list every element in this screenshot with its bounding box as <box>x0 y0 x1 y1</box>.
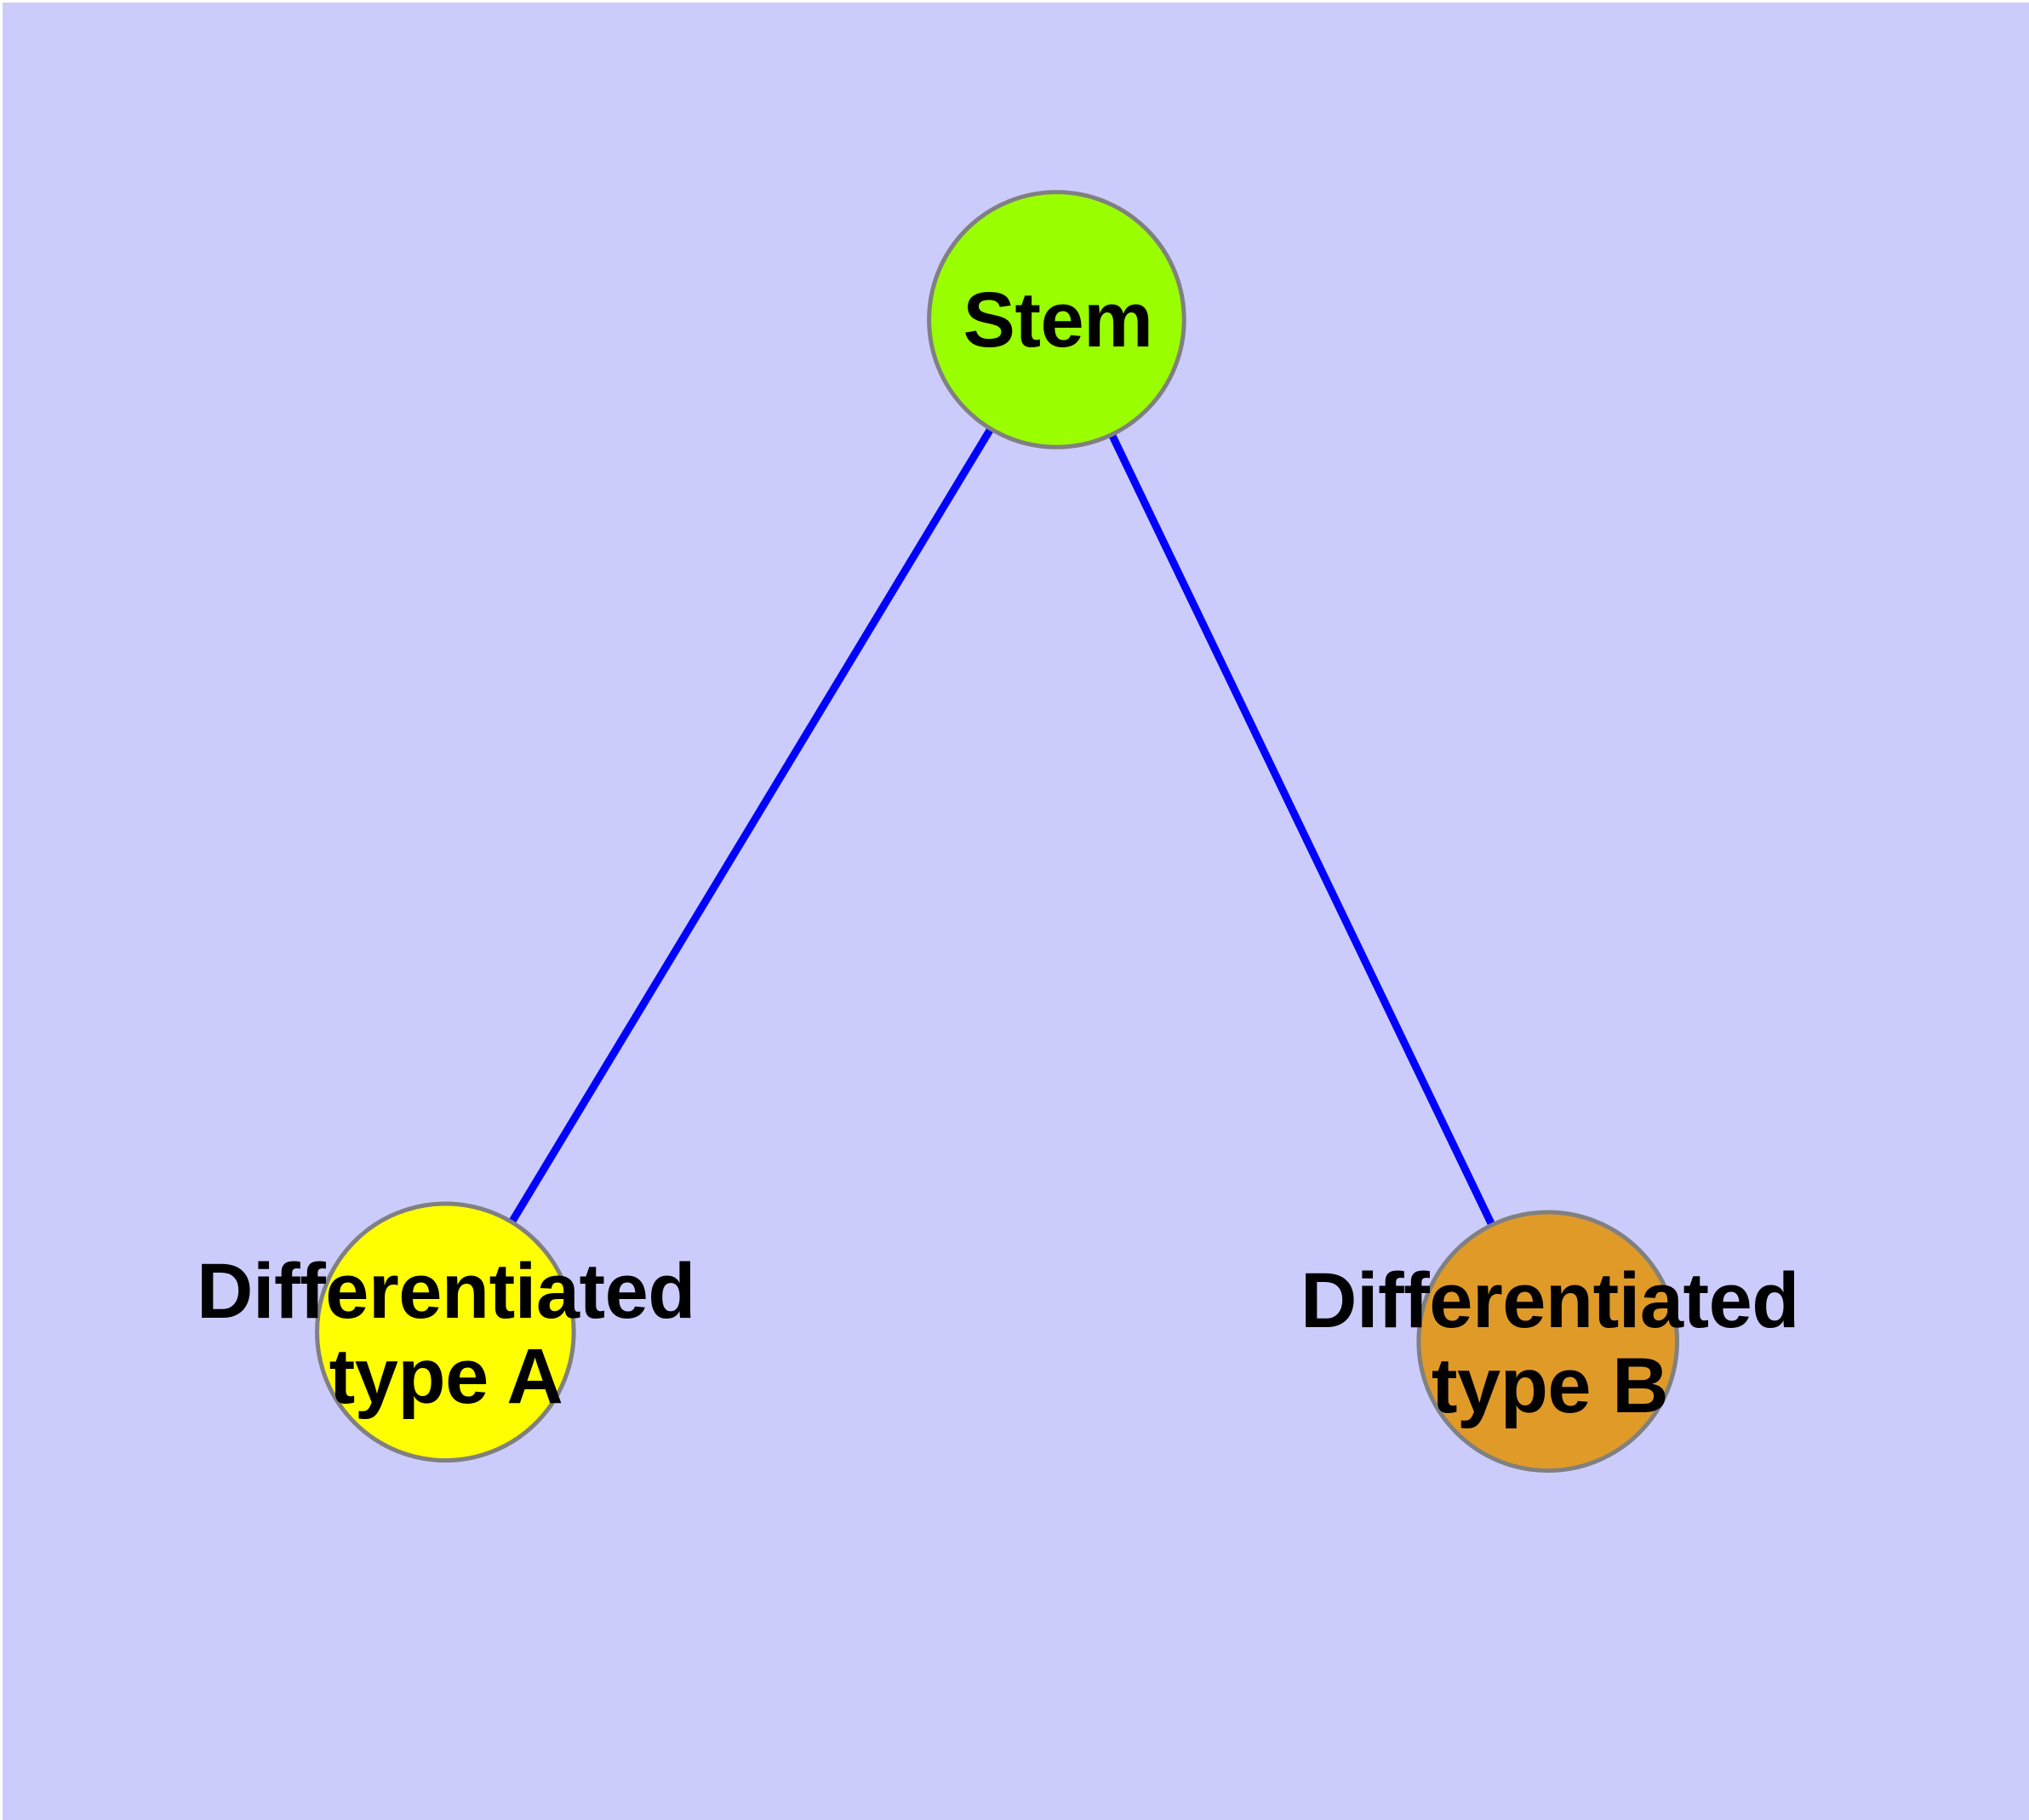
graph-edge-stem-to-diff-b[interactable] <box>1053 318 1552 1343</box>
graph-svg <box>315 190 1680 1474</box>
node-layer <box>315 190 1680 1474</box>
graph-node-diff-b[interactable] <box>1416 1210 1680 1474</box>
graph-edge-stem-to-diff-a[interactable] <box>442 318 1060 1335</box>
edge-layer <box>442 318 1552 1343</box>
graph-node-diff-a[interactable] <box>315 1201 576 1463</box>
graph-node-stem[interactable] <box>927 190 1186 449</box>
